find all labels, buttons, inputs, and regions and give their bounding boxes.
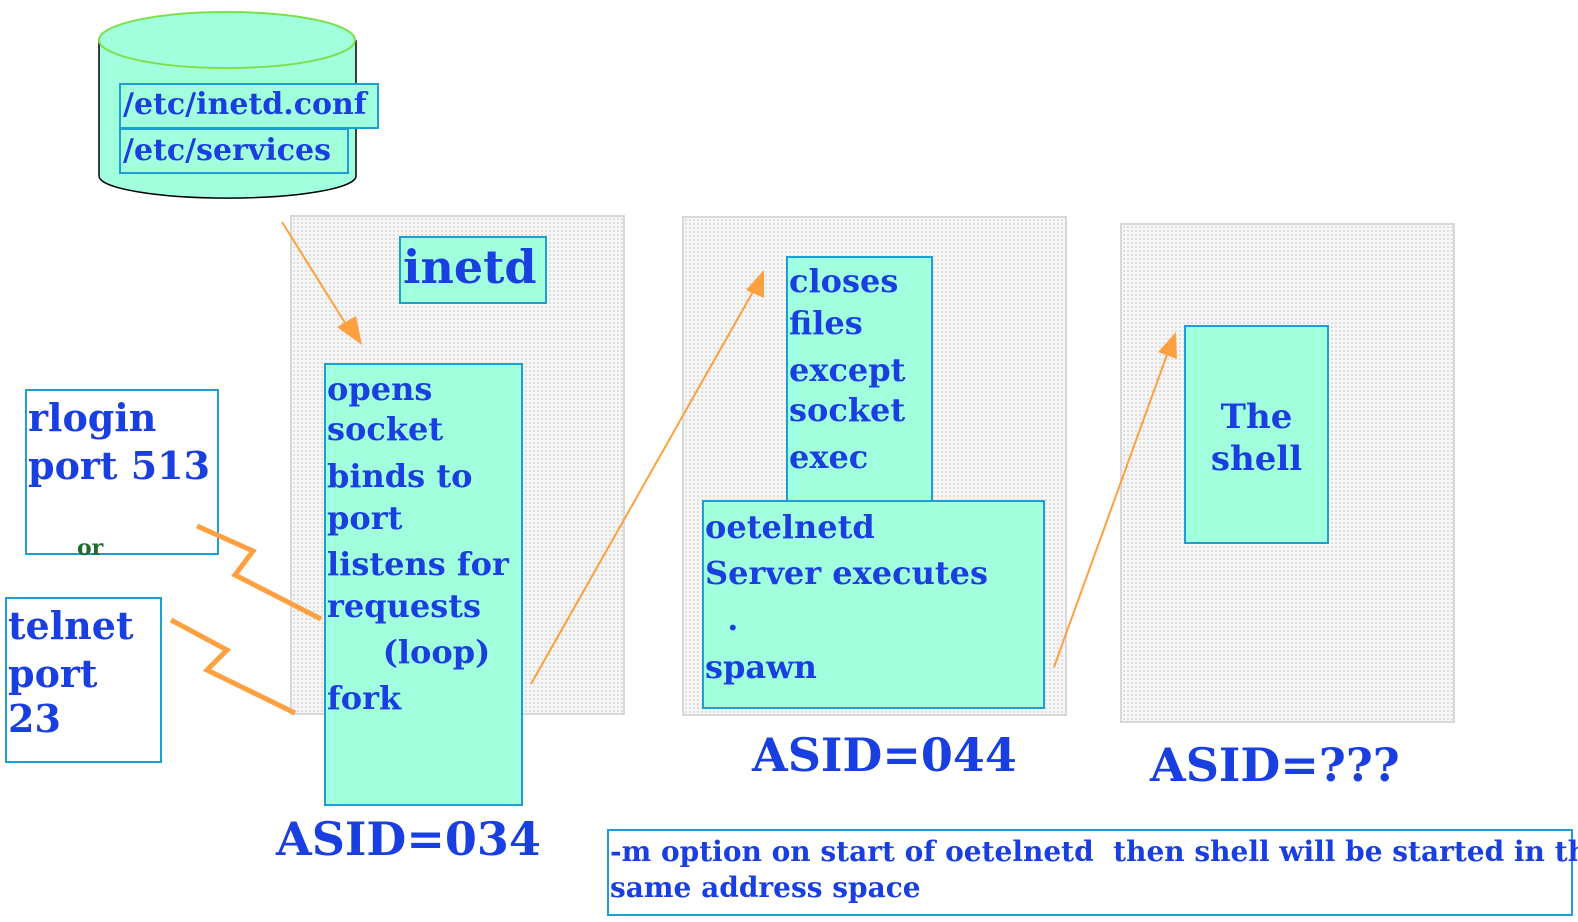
inetd-conf-file-label: /etc/inetd.conf [119,83,379,129]
asid-034-label: ASID=034 [276,812,541,866]
server-spawn: spawn [705,648,817,686]
note-line1: -m option on start of oetelnetd then she… [610,835,1578,868]
step-binds-to: binds to [327,457,473,495]
step-listens-for: listens for [327,545,509,583]
exec-steps-box: closes files except socket exec [786,256,933,504]
or-label: or [77,535,104,561]
step-socket-2: socket [789,391,906,429]
step-loop: (loop) [327,633,491,671]
server-name: oetelnetd [705,508,875,546]
shell-box: The shell [1184,325,1329,544]
step-socket: socket [327,410,444,448]
step-requests: requests [327,587,482,625]
step-except: except [789,351,906,389]
rlogin-port-label: port 513 [28,443,211,488]
step-files: files [789,304,863,342]
shell-label-line2: shell [1210,439,1303,479]
asid-unknown-label: ASID=??? [1150,738,1400,792]
step-opens: opens [327,370,433,408]
note-box: -m option on start of oetelnetd then she… [607,829,1578,916]
telnet-port-label: port 23 [8,651,98,741]
step-fork: fork [327,679,402,717]
server-executes: Server executes [705,554,988,592]
step-port: port [327,499,403,537]
inetd-title-box: inetd [399,236,547,304]
services-file-label: /etc/services [119,128,349,174]
step-closes: closes [789,262,899,300]
note-line2: same address space [610,871,921,904]
shell-label-line1: The [1220,397,1293,437]
step-exec: exec [789,438,869,476]
telnet-connection-zigzag [169,617,297,716]
telnet-label: telnet [8,603,134,648]
oetelnetd-server-box: oetelnetd Server executes . spawn [702,500,1045,709]
server-dot: . [705,600,739,638]
inetd-title: inetd [403,240,537,294]
rlogin-client-box: rlogin port 513 [25,389,219,555]
inetd-steps-box: opens socket binds to port listens for r… [324,363,523,806]
asid-044-label: ASID=044 [752,728,1017,782]
rlogin-label: rlogin [28,395,157,440]
telnet-client-box: telnet port 23 [5,597,162,763]
